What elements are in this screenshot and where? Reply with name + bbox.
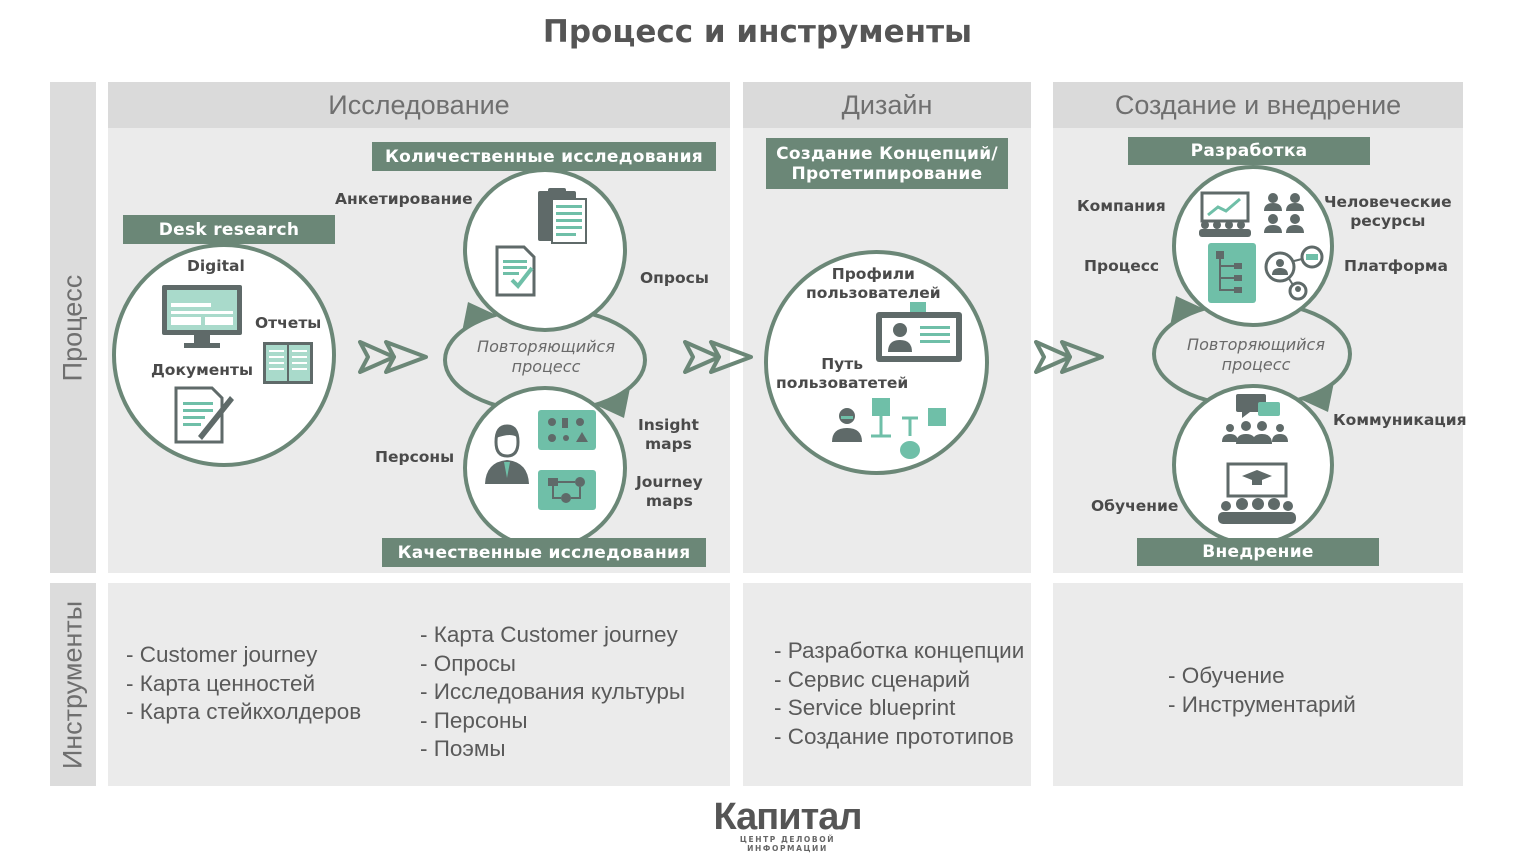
cycle-arrowhead-icon <box>598 388 630 418</box>
insight-map-icon <box>538 410 596 450</box>
research-cycle-label: Повторяющийся процесс <box>477 337 615 376</box>
chevron-arrow-icon <box>683 340 753 374</box>
design-circle <box>764 250 989 475</box>
cycle-arrowhead-icon <box>462 302 494 332</box>
training-icon <box>1218 462 1296 524</box>
list-item: Поэмы <box>420 735 685 764</box>
clipboard-icon <box>538 188 587 244</box>
list-item: Карта Customer journey <box>420 621 685 650</box>
tools-list-design: Разработка концепции Сервис сценарий Ser… <box>774 637 1025 752</box>
documents-label: Документы <box>151 361 253 379</box>
person-icon <box>485 424 529 484</box>
logo: Капитал ЦЕНТР ДЕЛОВОЙ ИНФОРМАЦИИ <box>650 796 865 853</box>
monitor-icon <box>162 285 242 348</box>
journey-maps-label: Journey maps <box>636 473 703 510</box>
tools-list-research-2: Карта Customer journey Опросы Исследован… <box>420 621 685 764</box>
list-item: Карта ценностей <box>126 670 361 699</box>
human-resources-label: Человеческие ресурсы <box>1324 193 1452 230</box>
reports-label: Отчеты <box>255 314 322 332</box>
list-item: Сервис сценарий <box>774 666 1024 695</box>
column-header-design: Дизайн <box>743 82 1031 128</box>
communication-icon <box>1222 394 1288 444</box>
cycle-arrowhead-icon <box>1302 382 1334 412</box>
book-icon <box>263 342 313 384</box>
list-item: Персоны <box>420 707 685 736</box>
company-label: Компания <box>1077 197 1166 215</box>
personas-label: Персоны <box>375 448 455 466</box>
flowchart-icon <box>832 398 946 459</box>
process-label: Процесс <box>1084 257 1160 275</box>
list-item: Карта стейкхолдеров <box>126 698 361 727</box>
concept-prototype-label: Создание Концепций/ Протетипирование <box>766 138 1008 189</box>
list-item: Исследования культуры <box>420 678 685 707</box>
user-profiles-label: Профили пользователей <box>806 265 941 302</box>
logo-tagline: ЦЕНТР ДЕЛОВОЙ ИНФОРМАЦИИ <box>739 835 836 853</box>
list-item: Customer journey <box>126 641 361 670</box>
team-icon <box>1264 193 1304 233</box>
training-label: Обучение <box>1091 497 1179 515</box>
polls-label: Опросы <box>640 269 709 287</box>
presentation-icon <box>1199 191 1251 237</box>
survey-label: Анкетирование <box>335 190 473 208</box>
logo-name: Капитал <box>713 796 863 838</box>
column-header-build: Создание и внедрение <box>1053 82 1463 128</box>
list-item: Инструментарий <box>1168 691 1356 720</box>
user-path-label: Путь пользоватетей <box>776 355 909 392</box>
page-title: Процесс и инструменты <box>542 14 973 50</box>
process-tree-icon <box>1208 243 1256 303</box>
row-label-process: Процесс <box>50 82 96 573</box>
chevron-arrow-icon <box>358 340 428 374</box>
list-item: Опросы <box>420 650 685 679</box>
development-label: Разработка <box>1128 137 1370 165</box>
quantitative-research-label: Количественные исследования <box>372 142 716 171</box>
list-item: Обучение <box>1168 662 1356 691</box>
deployment-label: Внедрение <box>1137 538 1379 566</box>
profile-card-icon <box>876 302 962 362</box>
cycle-arrowhead-icon <box>1170 296 1202 326</box>
checklist-icon <box>495 245 536 297</box>
platform-label: Платформа <box>1344 257 1449 275</box>
build-cycle-label: Повторяющийся процесс <box>1187 335 1325 374</box>
chevron-arrow-icon <box>1034 340 1104 374</box>
row-label-tools: Инструменты <box>50 583 96 786</box>
column-header-research: Исследование <box>108 82 730 128</box>
list-item: Service blueprint <box>774 694 1024 723</box>
qualitative-research-label: Качественные исследования <box>382 538 706 567</box>
list-item: Создание прототипов <box>774 723 1024 752</box>
desk-research-label: Desk research <box>123 215 335 244</box>
communication-label: Коммуникация <box>1333 411 1467 429</box>
journey-map-icon <box>538 470 596 510</box>
tools-list-build: Обучение Инструментарий <box>1168 662 1356 719</box>
platform-icon <box>1264 245 1324 301</box>
document-pen-icon <box>174 386 234 444</box>
tools-list-research-1: Customer journey Карта ценностей Карта с… <box>126 641 361 727</box>
insight-maps-label: Insight maps <box>638 416 699 453</box>
digital-label: Digital <box>187 257 245 275</box>
list-item: Разработка концепции <box>774 637 1025 666</box>
